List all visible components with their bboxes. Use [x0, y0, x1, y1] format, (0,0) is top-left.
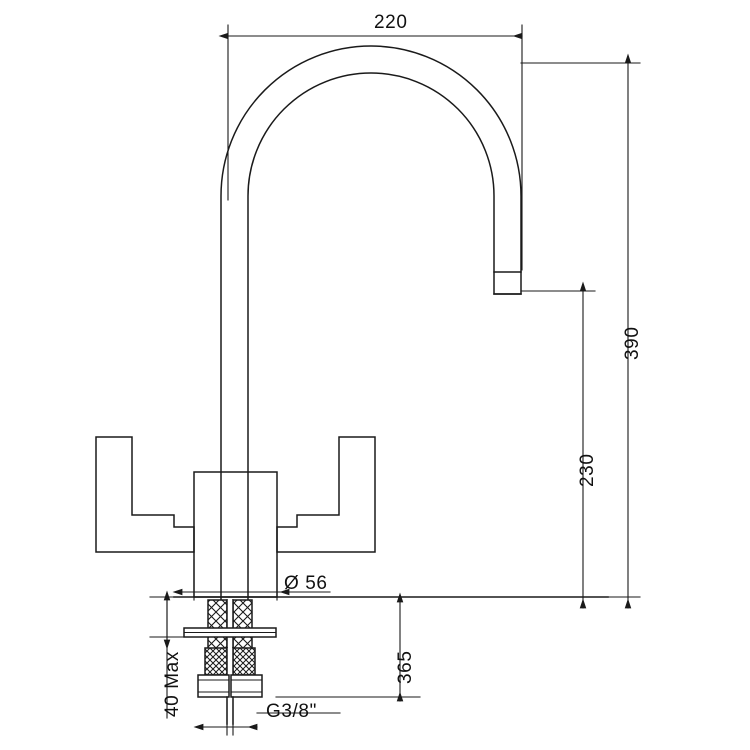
dim-label-230: 230 — [577, 453, 598, 487]
dim-label-base-diameter: Ø 56 — [284, 573, 328, 594]
right-lever-handle — [276, 436, 376, 553]
hex-nut-right — [230, 674, 263, 698]
dim-365-geometry — [275, 592, 421, 702]
gooseneck-spout — [220, 45, 522, 613]
braided-flexible-tails — [226, 696, 234, 725]
dim-g38-geometry — [193, 699, 341, 736]
dim-40max-geometry — [149, 590, 209, 719]
dim-390-geometry — [520, 53, 641, 609]
dim-label-thread-size: G3/8" — [266, 701, 317, 722]
dim-label-390: 390 — [622, 326, 643, 360]
lower-knurl-center-gap — [226, 647, 234, 676]
dim-230-geometry — [520, 281, 596, 609]
hex-nut-left — [197, 674, 230, 698]
lower-knurl-section-left — [204, 647, 228, 676]
dim-label-220: 220 — [374, 12, 408, 33]
dim-220-geometry — [218, 24, 523, 271]
spout-outlet-aerator — [493, 271, 522, 295]
left-lever-handle — [95, 436, 195, 553]
dim-56-geometry — [172, 559, 331, 601]
lower-knurl-section-right — [232, 647, 256, 676]
tap-body — [193, 471, 278, 598]
dim-label-40-max: 40 Max — [162, 651, 183, 717]
fixing-bracket-washer — [183, 627, 277, 638]
dim-label-365: 365 — [395, 650, 416, 684]
